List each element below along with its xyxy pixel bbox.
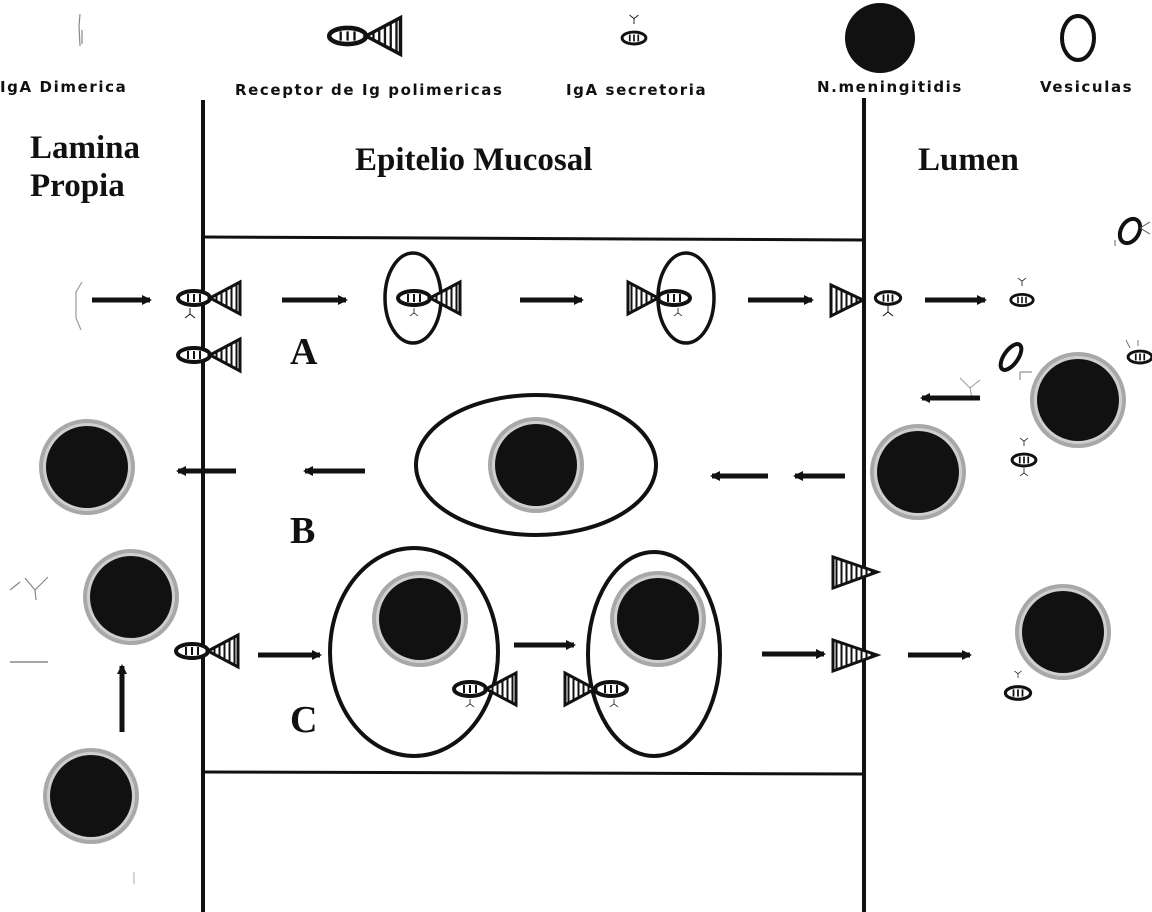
secretory-component-icon — [833, 557, 877, 588]
meningitidis-icon — [845, 3, 915, 73]
iga-secretoria-icon — [622, 32, 646, 44]
iga-secretoria-y-icon — [630, 15, 639, 24]
legend-label-vesiculas: Vesiculas — [1040, 78, 1133, 96]
iga-dimerica-free-icon — [76, 282, 82, 330]
legend-item-vesiculas: Vesiculas — [1040, 16, 1133, 96]
pathway-c: C — [10, 548, 1111, 884]
receptor-icon — [176, 635, 238, 667]
bacterium — [870, 424, 966, 520]
iga-secretoria-icon — [875, 292, 900, 305]
y-antibody-icon — [1126, 340, 1138, 348]
y-antibody-icon — [1015, 671, 1022, 678]
receptor-icon — [329, 18, 400, 55]
receptor-icon — [178, 339, 240, 371]
y-antibody-icon — [1018, 278, 1026, 286]
region-label-lamina: Lamina — [30, 130, 140, 166]
bacterium — [43, 748, 139, 844]
pathway-label-c: C — [290, 699, 317, 741]
legend-item-receptor: Receptor de Ig polimericas — [235, 18, 504, 99]
legend-label-iga-dimerica: IgA Dimerica — [0, 78, 127, 96]
bacterium — [1030, 352, 1126, 448]
receptor-icon — [398, 282, 460, 314]
legend: IgA Dimerica Receptor de Ig polimericas … — [0, 3, 1133, 99]
iga-secretoria-icon — [1116, 215, 1145, 247]
legend-item-iga-secretoria: IgA secretoria — [566, 15, 707, 99]
y-antibody-icon — [1020, 468, 1028, 476]
y-antibody-icon — [10, 577, 48, 600]
y-antibody-icon — [883, 306, 893, 316]
legend-label-receptor: Receptor de Ig polimericas — [235, 81, 504, 99]
y-antibody-icon — [960, 378, 980, 398]
pathway-a: A — [76, 253, 1033, 373]
bacterium — [610, 571, 706, 667]
iga-secretoria-icon — [1012, 454, 1036, 466]
iga-secretoria-icon — [1128, 351, 1152, 363]
cell-top-line — [203, 237, 864, 240]
pathway-label-a: A — [290, 331, 318, 373]
bacterium — [39, 419, 135, 515]
region-label-lumen: Lumen — [918, 142, 1019, 178]
legend-label-meningitidis: N.meningitidis — [817, 78, 963, 96]
bacterium — [372, 571, 468, 667]
secretory-component-icon — [831, 285, 863, 316]
y-antibody-icon — [466, 699, 474, 707]
legend-item-iga-dimerica: IgA Dimerica — [0, 14, 127, 96]
iga-secretoria-icon — [997, 341, 1026, 374]
y-antibody-icon — [410, 308, 418, 316]
y-antibody-icon — [1020, 372, 1032, 380]
iga-dimerica-icon — [79, 14, 82, 46]
legend-item-meningitidis: N.meningitidis — [817, 3, 963, 96]
region-label-epitelio: Epitelio Mucosal — [355, 142, 592, 178]
region-label-propia: Propia — [30, 168, 125, 204]
receptor-icon — [454, 673, 516, 705]
bacterium — [83, 549, 179, 645]
y-antibody-icon — [1020, 438, 1028, 446]
legend-label-iga-secretoria: IgA secretoria — [566, 81, 707, 99]
iga-secretoria-icon — [1005, 687, 1030, 700]
bacterium — [1015, 584, 1111, 680]
bacterium — [488, 417, 584, 513]
y-antibody-icon — [185, 308, 195, 318]
receptor-icon — [178, 282, 240, 314]
cell-bottom-line — [203, 772, 864, 774]
iga-secretoria-icon — [1011, 294, 1033, 305]
secretory-component-icon — [833, 640, 877, 671]
vesicle-icon — [1062, 16, 1094, 60]
pathway-label-b: B — [290, 510, 315, 552]
y-antibody-icon — [674, 308, 682, 316]
y-antibody-icon — [610, 699, 618, 707]
